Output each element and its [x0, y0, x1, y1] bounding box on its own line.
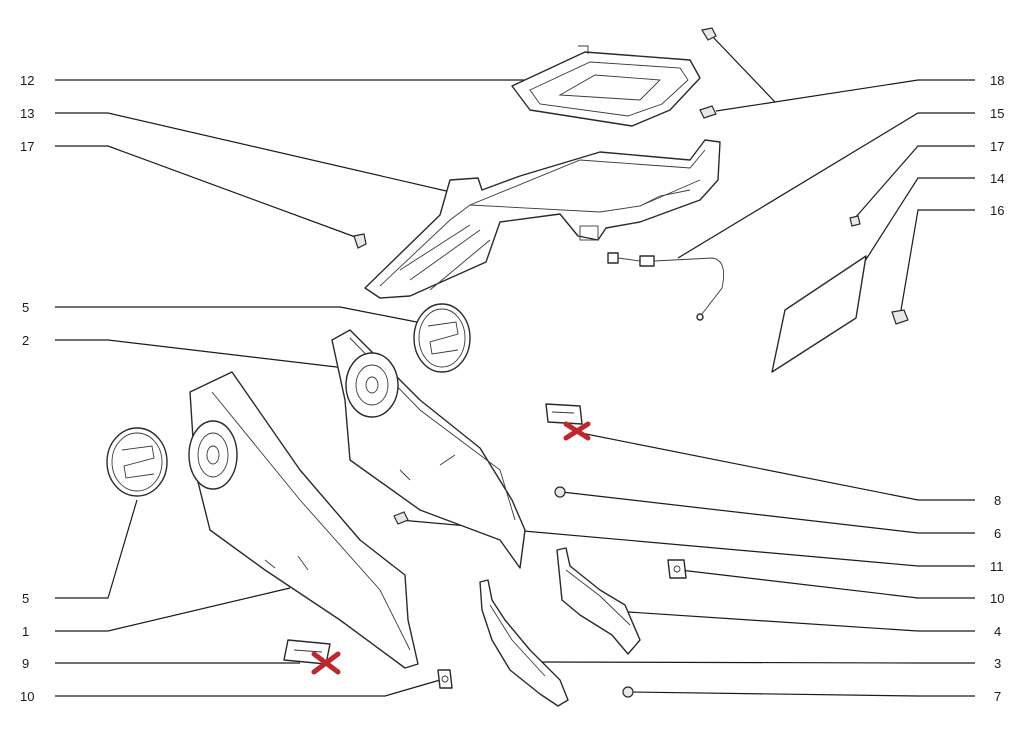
callout-17: 17: [990, 139, 1004, 154]
leader-18b: [715, 101, 776, 112]
part-5-badge-bottom: [106, 427, 168, 497]
callout-6: 6: [994, 526, 1001, 541]
leader-10-left: [55, 679, 441, 697]
leader-6: [561, 491, 975, 534]
callout-18: 18: [990, 73, 1004, 88]
part-18-screws: [699, 27, 717, 119]
callout-15: 15: [990, 106, 1004, 121]
callout-5: 5: [22, 591, 29, 606]
part-10-clip-left: [437, 669, 453, 689]
cross-stroke: [311, 651, 341, 675]
not-supplied-marks: [311, 421, 591, 675]
leader-4: [627, 611, 975, 632]
callout-7: 7: [994, 689, 1001, 704]
part-8-plate: [545, 403, 583, 425]
leader-17-left: [55, 145, 359, 239]
part-2-side-panel: [331, 329, 526, 569]
leader-1: [55, 587, 291, 632]
leader-15: [677, 112, 975, 259]
callout-10: 10: [990, 591, 1004, 606]
callout-3: 3: [994, 656, 1001, 671]
part-15-cable: [607, 252, 725, 321]
part-17-clip-right: [849, 215, 861, 227]
leader-14: [857, 177, 975, 273]
callout-5: 5: [22, 300, 29, 315]
cross-mark-icon: [563, 421, 591, 441]
part-11-screw: [393, 511, 409, 525]
callout-9: 9: [22, 656, 29, 671]
part-7-screw: [622, 686, 634, 698]
callout-12: 12: [20, 73, 34, 88]
part-14-panel: [771, 255, 867, 373]
part-12-cover: [511, 45, 701, 127]
leader-3: [539, 661, 975, 664]
callout-4: 4: [994, 624, 1001, 639]
leader-17-right: [854, 145, 975, 219]
cross-stroke: [563, 421, 591, 441]
part-5-badge-top: [413, 303, 471, 373]
part-4-bracket: [556, 547, 641, 655]
callout-labels-right: 18 15 17 14 16 8 6 11 10 4 3 7: [990, 73, 1004, 704]
leader-11: [399, 519, 975, 567]
callout-10: 10: [20, 689, 34, 704]
callout-11: 11: [990, 559, 1004, 574]
callout-16: 16: [990, 203, 1004, 218]
leader-5-top: [55, 306, 433, 326]
callout-labels-left: 12 13 17 5 2 5 1 9 10: [20, 73, 34, 704]
callout-1: 1: [22, 624, 29, 639]
callout-17: 17: [20, 139, 34, 154]
leader-lines: [55, 35, 975, 697]
cross-mark-icon: [311, 651, 341, 675]
leader-18: [711, 35, 975, 103]
callout-13: 13: [20, 106, 34, 121]
leader-7: [629, 691, 975, 697]
part-3-bracket: [479, 579, 569, 707]
part-6-screw: [554, 486, 566, 498]
part-16-fastener: [891, 309, 909, 325]
leader-8: [575, 431, 975, 501]
part-1-main-panel: [188, 371, 419, 669]
leader-16: [899, 209, 975, 317]
leader-10-right: [679, 569, 975, 599]
leader-13: [55, 112, 456, 194]
part-13-tray: [364, 139, 721, 299]
callout-2: 2: [22, 333, 29, 348]
leader-2: [55, 339, 346, 369]
callout-14: 14: [990, 171, 1004, 186]
leader-5-bottom: [55, 499, 138, 599]
callout-8: 8: [994, 493, 1001, 508]
part-17-clip-left: [353, 233, 367, 249]
part-10-clip-right: [667, 559, 687, 579]
